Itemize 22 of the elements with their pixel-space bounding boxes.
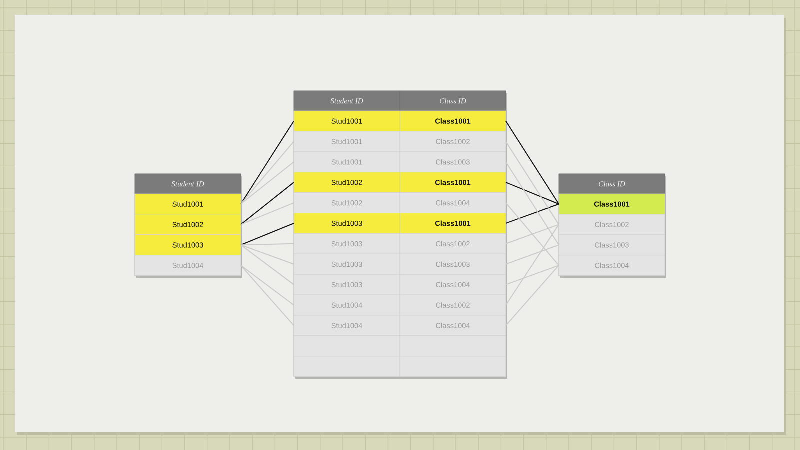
connector-line bbox=[240, 141, 294, 205]
connector-line bbox=[240, 265, 294, 306]
connector-line bbox=[506, 204, 560, 224]
connector-line bbox=[240, 265, 294, 326]
connector-line bbox=[240, 243, 294, 246]
connector-line bbox=[506, 224, 560, 306]
connector-line bbox=[506, 202, 560, 266]
connector-line bbox=[240, 202, 294, 226]
connector-line bbox=[506, 244, 560, 265]
connector-line bbox=[506, 224, 560, 244]
connector-line bbox=[506, 265, 560, 286]
connector-line bbox=[506, 182, 560, 205]
connector-line bbox=[506, 265, 560, 326]
connector-line bbox=[240, 120, 294, 205]
connector-line bbox=[506, 120, 560, 205]
connector-line bbox=[240, 182, 294, 226]
connector-line bbox=[240, 162, 294, 205]
connector-line bbox=[240, 222, 294, 246]
connector-line bbox=[240, 244, 294, 265]
connector-line bbox=[240, 244, 294, 286]
connector-line bbox=[506, 141, 560, 226]
connector-line bbox=[506, 162, 560, 246]
